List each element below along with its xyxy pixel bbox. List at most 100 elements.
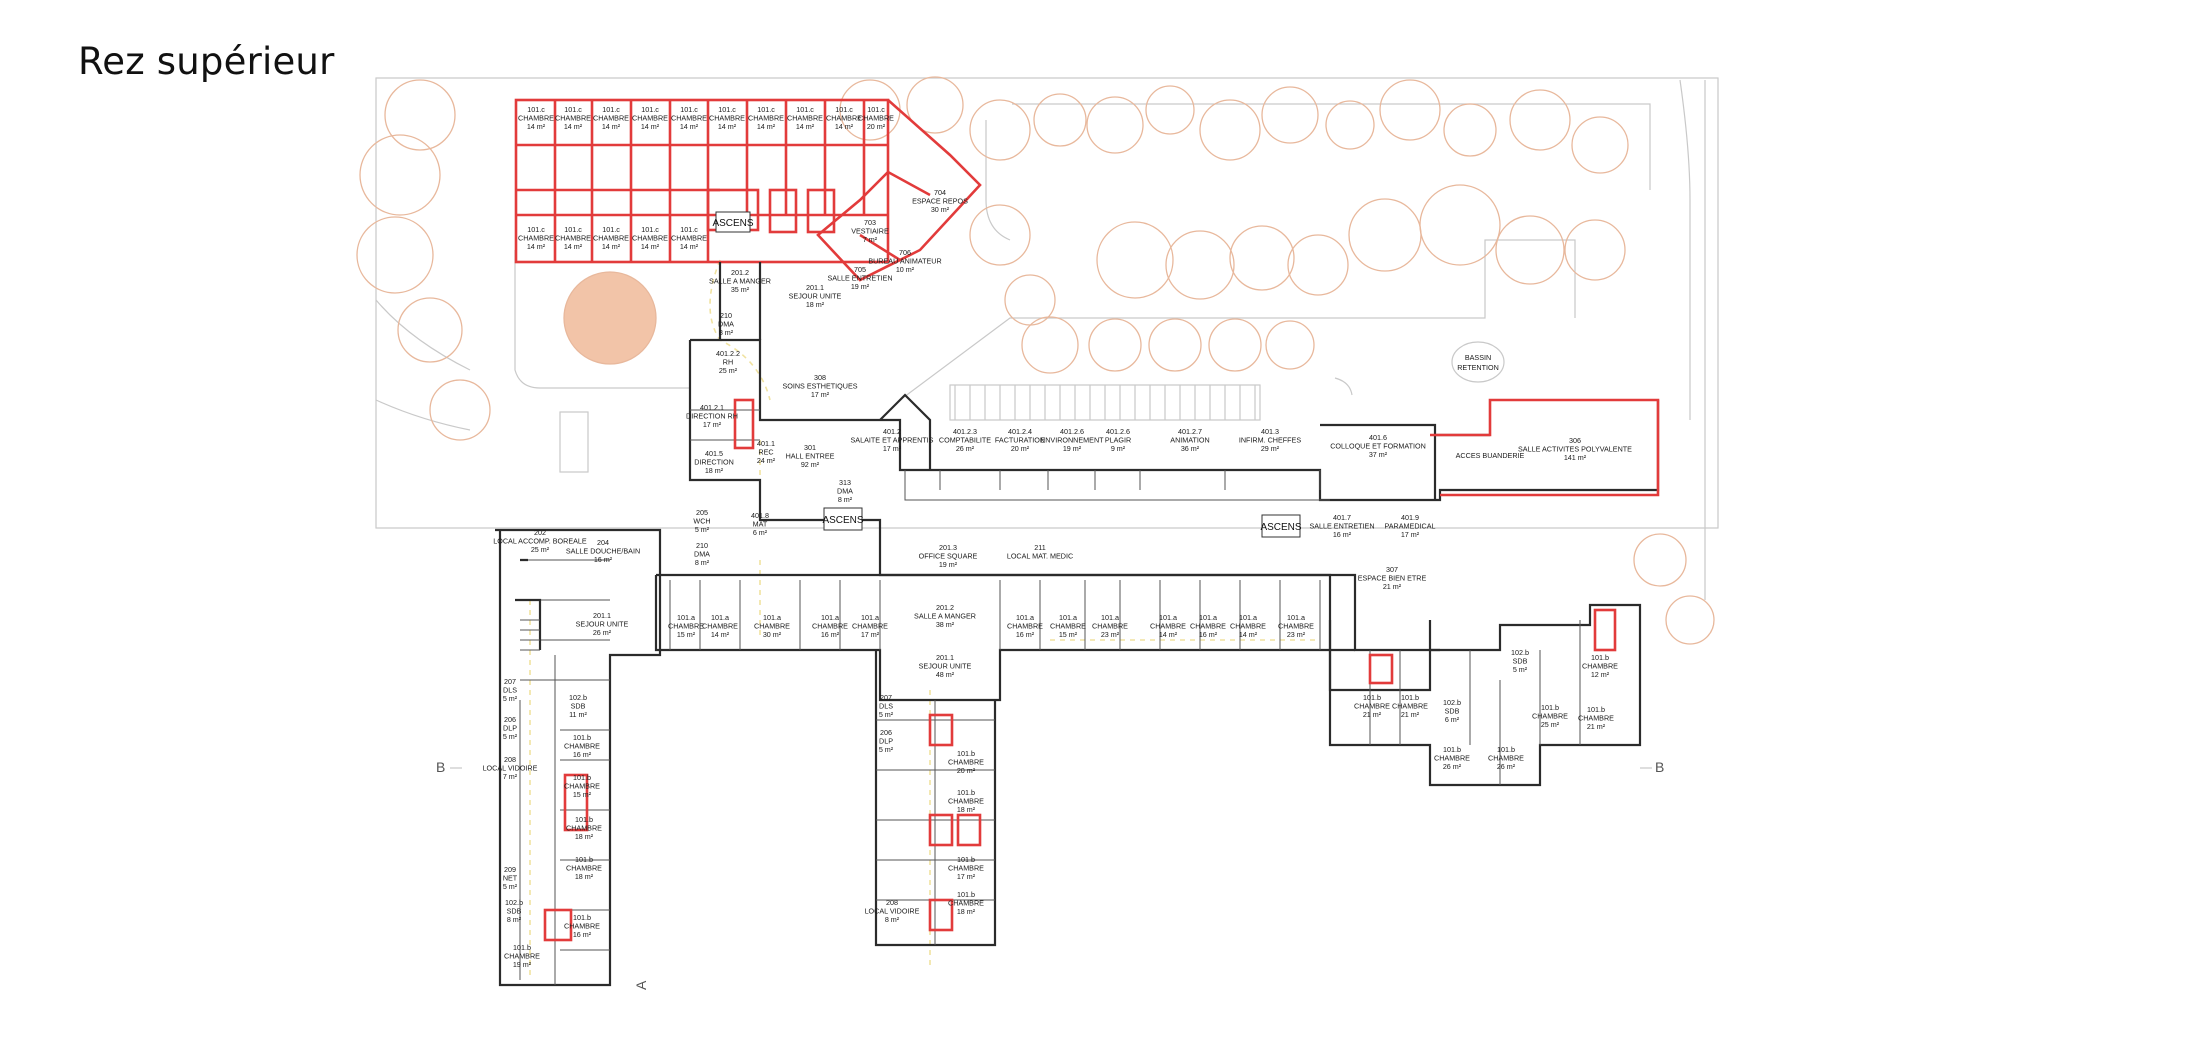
tree-canopy-icon (563, 271, 657, 365)
elevator-label-north: ASCENS (712, 218, 753, 229)
site-context: BASSIN RETENTION (375, 77, 1719, 600)
renovated-bathrooms (543, 398, 1660, 942)
elevator-boxes: ASCENS ASCENS ASCENS (712, 211, 1302, 538)
svg-text:RETENTION: RETENTION (1457, 363, 1499, 372)
basin-label: BASSIN (1465, 353, 1491, 362)
elevator-label-center: ASCENS (822, 515, 863, 526)
north-wing-renovated (514, 98, 982, 282)
section-marker-a: A (633, 980, 649, 990)
page-title: Rez supérieur (78, 40, 335, 83)
building-walls (495, 262, 1660, 987)
landscape-trees (356, 76, 1715, 645)
section-marker-b-east: B (1655, 759, 1664, 775)
elevator-label-east: ASCENS (1260, 522, 1301, 533)
section-marker-b-west: B (436, 759, 445, 775)
section-markers: B B A (436, 759, 1664, 990)
